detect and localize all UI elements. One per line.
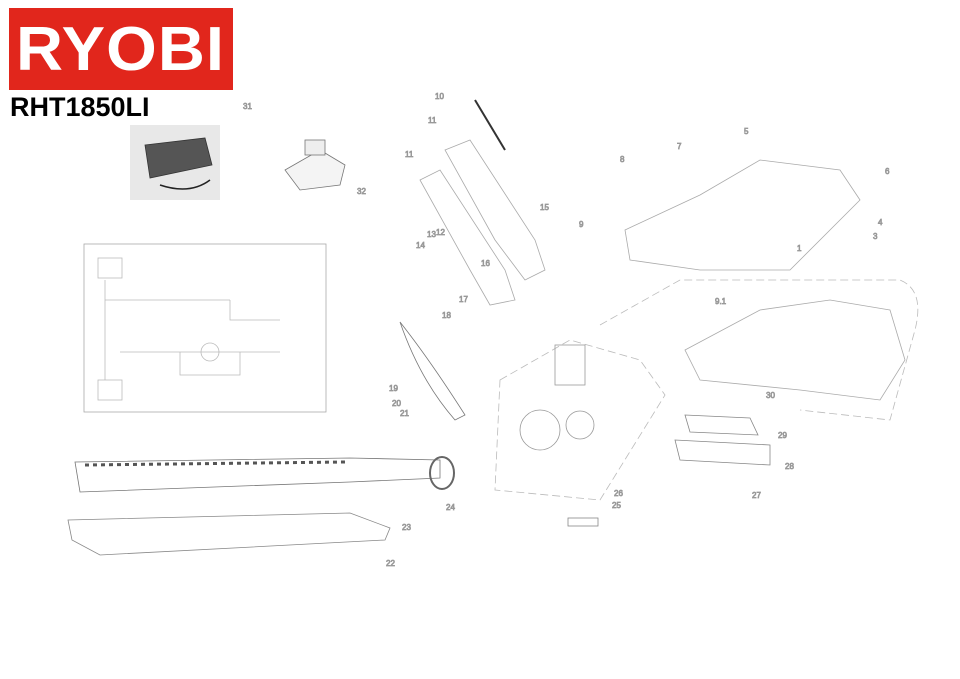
label-13: 13 xyxy=(427,230,436,239)
battery-base-parts-28-29 xyxy=(674,414,771,466)
label-7: 7 xyxy=(677,142,682,151)
label-32: 32 xyxy=(357,187,366,196)
label-25: 25 xyxy=(612,501,621,510)
label-10: 10 xyxy=(435,92,444,101)
label-24: 24 xyxy=(446,503,455,512)
label-3: 3 xyxy=(873,232,878,241)
label-20: 20 xyxy=(392,399,401,408)
housing-part-6 xyxy=(599,159,919,421)
label-23: 23 xyxy=(402,523,411,532)
label-8: 8 xyxy=(620,155,625,164)
label-9: 9 xyxy=(579,220,584,229)
label-27: 27 xyxy=(752,491,761,500)
motor-gear-part-26 xyxy=(494,339,666,501)
battery-part-32 xyxy=(284,139,346,191)
plate-part-25 xyxy=(567,517,599,527)
label-22: 22 xyxy=(386,559,395,568)
blade-assembly xyxy=(74,456,455,493)
part-labels: 1 3 4 5 6 7 8 9 9.1 10 11 11 12 13 14 15… xyxy=(243,92,891,569)
label-5: 5 xyxy=(744,127,749,136)
handle-parts-11 xyxy=(419,99,546,306)
label-30: 30 xyxy=(766,391,775,400)
guard-part-18 xyxy=(399,321,466,421)
label-29: 29 xyxy=(778,431,787,440)
label-21: 21 xyxy=(400,409,409,418)
label-19: 19 xyxy=(389,384,398,393)
label-14: 14 xyxy=(416,241,425,250)
label-17: 17 xyxy=(459,295,468,304)
label-31: 31 xyxy=(243,102,252,111)
label-11b: 11 xyxy=(405,150,414,159)
ryobi-logo: RYOBI xyxy=(9,8,233,90)
label-28: 28 xyxy=(785,462,794,471)
label-18: 18 xyxy=(442,311,451,320)
charger-part-31 xyxy=(130,125,220,200)
blade-cover-part-22 xyxy=(67,512,391,556)
model-number: RHT1850LI xyxy=(10,92,150,122)
label-12: 12 xyxy=(436,228,445,237)
label-15: 15 xyxy=(540,203,549,212)
label-11a: 11 xyxy=(428,116,437,125)
wiring-diagram xyxy=(83,243,327,413)
label-1: 1 xyxy=(797,244,802,253)
label-4: 4 xyxy=(878,218,883,227)
label-6: 6 xyxy=(885,167,890,176)
label-16: 16 xyxy=(481,259,490,268)
label-26: 26 xyxy=(614,489,623,498)
label-9-1: 9.1 xyxy=(715,297,727,306)
